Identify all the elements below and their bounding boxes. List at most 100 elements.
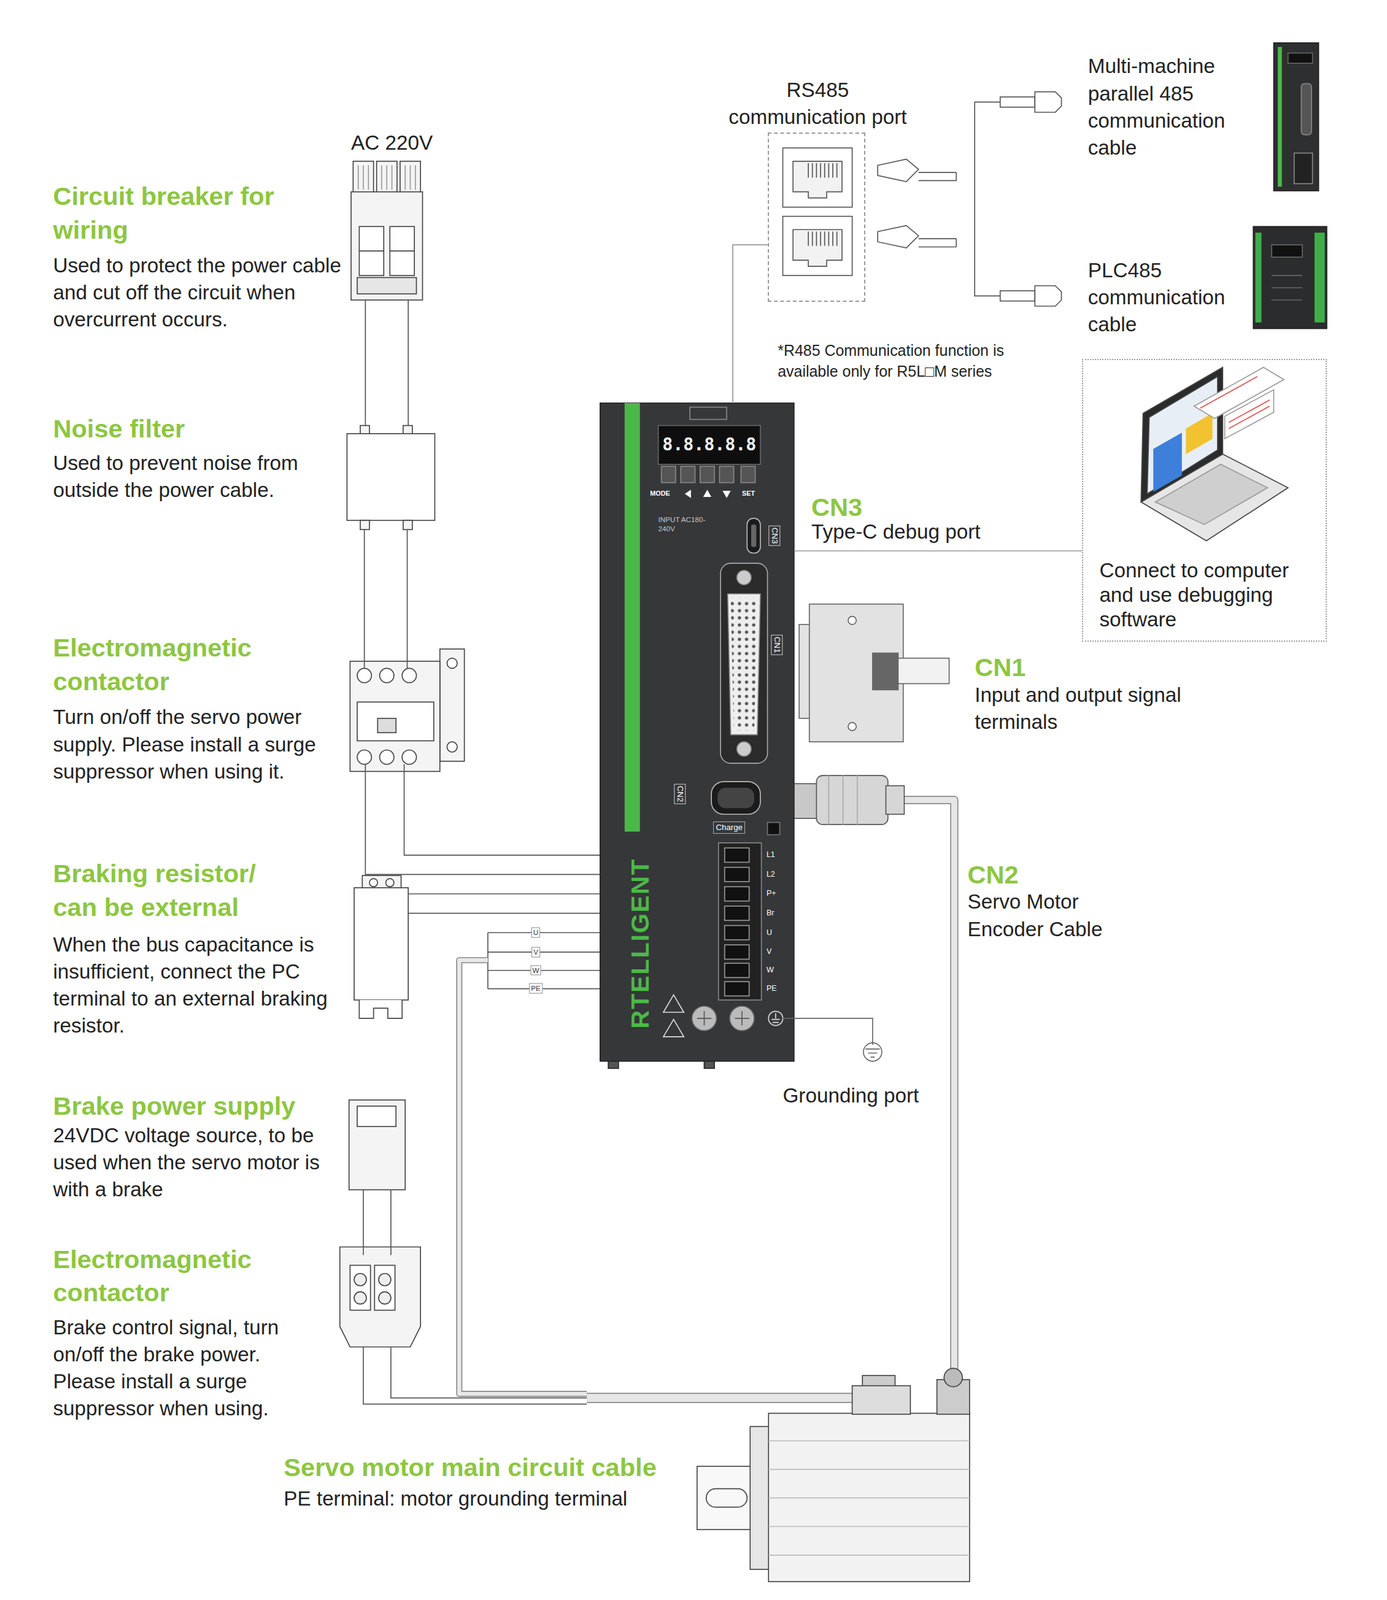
port-label: CN3 [768, 525, 781, 547]
parallel-drive [1301, 83, 1312, 135]
rj45-ports [974, 101, 1001, 296]
servo-drive-body [768, 1011, 783, 1026]
laptop [1140, 367, 1223, 503]
ground-wire [783, 1018, 873, 1046]
leader-line [794, 550, 1082, 552]
braking-resistor [369, 878, 378, 887]
plc-unit [1271, 244, 1303, 258]
laptop [1153, 432, 1183, 492]
motor-cable [459, 960, 587, 1395]
parallel-drive [1277, 47, 1283, 188]
servo-drive-body [737, 570, 752, 585]
wire-tag: W [530, 965, 542, 976]
servo-drive-body [600, 403, 795, 1069]
braking-resistor [354, 875, 409, 1019]
laptop [1147, 376, 1218, 495]
circuit-breaker [351, 161, 423, 301]
cable-label: PLC485 communication cable [1088, 257, 1250, 339]
terminal-label: Br [766, 908, 774, 919]
rj45-ports [1000, 96, 1036, 108]
plc-unit [1253, 226, 1327, 329]
servo-drive: 8.8.8.8.8MODESETINPUT AC180-240VCN3CN1CN… [600, 403, 795, 1062]
servo-drive-body [724, 945, 750, 960]
braking-resistor [354, 888, 409, 1001]
io-connector [897, 658, 949, 685]
plc-unit [1271, 275, 1303, 301]
rj45-ports [877, 158, 919, 182]
rj45-ports [808, 231, 838, 247]
component-description: Brake control signal, turn on/off the br… [52, 1314, 309, 1423]
servo-drive-body [724, 963, 750, 978]
servo-drive-body [724, 886, 750, 901]
magnetic-contactor [357, 750, 372, 765]
rj45-ports [808, 163, 838, 178]
brake-contactor [349, 1265, 371, 1311]
leader-line [732, 244, 768, 404]
encoder-plug [786, 775, 905, 825]
magnetic-contactor [446, 658, 458, 669]
brake-contactor [354, 1274, 367, 1287]
brand-logo: RTELLIGENT [624, 858, 656, 1030]
rating-label: INPUT AC180-240V [658, 515, 714, 534]
motor-cable [586, 1393, 854, 1404]
circuit-breaker [359, 250, 415, 252]
noise-filter [346, 425, 435, 531]
servo-drive-body [727, 594, 761, 736]
wire-tag: U [531, 927, 541, 938]
cable-label: Multi-machine parallel 485 communication… [1088, 52, 1250, 161]
servo-drive-body [746, 518, 761, 554]
terminal-label: L2 [766, 869, 776, 881]
parallel-drive [1273, 42, 1319, 191]
braking-resistor [386, 878, 395, 887]
magnetic-contactor [349, 661, 440, 773]
rj45-ports [783, 216, 853, 276]
laptop [1224, 389, 1275, 439]
component-description: Used to protect the power cable and cut … [52, 252, 344, 334]
port-description: Type-C debug port [811, 518, 981, 546]
button-label: MODE [649, 489, 670, 499]
servo-drive-body [703, 1061, 715, 1070]
magnetic-contactor [401, 750, 417, 765]
servo-drive-body [718, 843, 762, 1001]
io-connector [848, 722, 857, 731]
power-wire [363, 1189, 391, 1256]
software-box: Connect to computer and use debugging so… [1081, 359, 1327, 642]
servo-drive-body [724, 981, 750, 997]
servo-drive-body [703, 489, 712, 498]
servo-drive-body [730, 598, 758, 731]
brake-contactor [354, 1292, 367, 1305]
brake-power-supply [349, 1100, 406, 1190]
servo-motor [852, 1386, 911, 1416]
port-description: Input and output signal terminals [974, 681, 1225, 736]
noise-filter [360, 520, 370, 530]
io-connector [799, 604, 949, 743]
noise-filter [403, 520, 413, 530]
terminal-label: W [766, 965, 774, 976]
component-description: PE terminal: motor grounding terminal [283, 1485, 628, 1513]
component-heading: Brake power supply [52, 1089, 296, 1124]
rj45-ports [1034, 92, 1062, 113]
port-description: Servo Motor Encoder Cable [967, 888, 1132, 943]
magnetic-contactor [446, 741, 458, 753]
servo-drive-body [680, 466, 695, 483]
brake-power-supply [357, 1106, 396, 1127]
io-connector [809, 604, 904, 743]
servo-motor [697, 1466, 757, 1530]
brake-power-supply [349, 1100, 406, 1190]
servo-drive-body [689, 407, 727, 420]
servo-drive-body [717, 788, 755, 809]
servo-drive-body [700, 466, 715, 483]
circuit-breaker [357, 277, 417, 294]
magnetic-contactor [379, 668, 395, 683]
servo-drive-body [724, 848, 750, 863]
component-heading: Noise filter [52, 412, 309, 447]
servo-drive-body [711, 781, 761, 815]
plc-unit [1253, 226, 1327, 329]
parallel-drive [1294, 152, 1313, 184]
terminal-label: P+ [766, 888, 777, 900]
servo-motor [749, 1426, 771, 1570]
magnetic-contactor [377, 718, 396, 733]
terminal-label: L1 [766, 849, 776, 861]
component-description: Used to prevent noise from outside the p… [52, 449, 309, 504]
